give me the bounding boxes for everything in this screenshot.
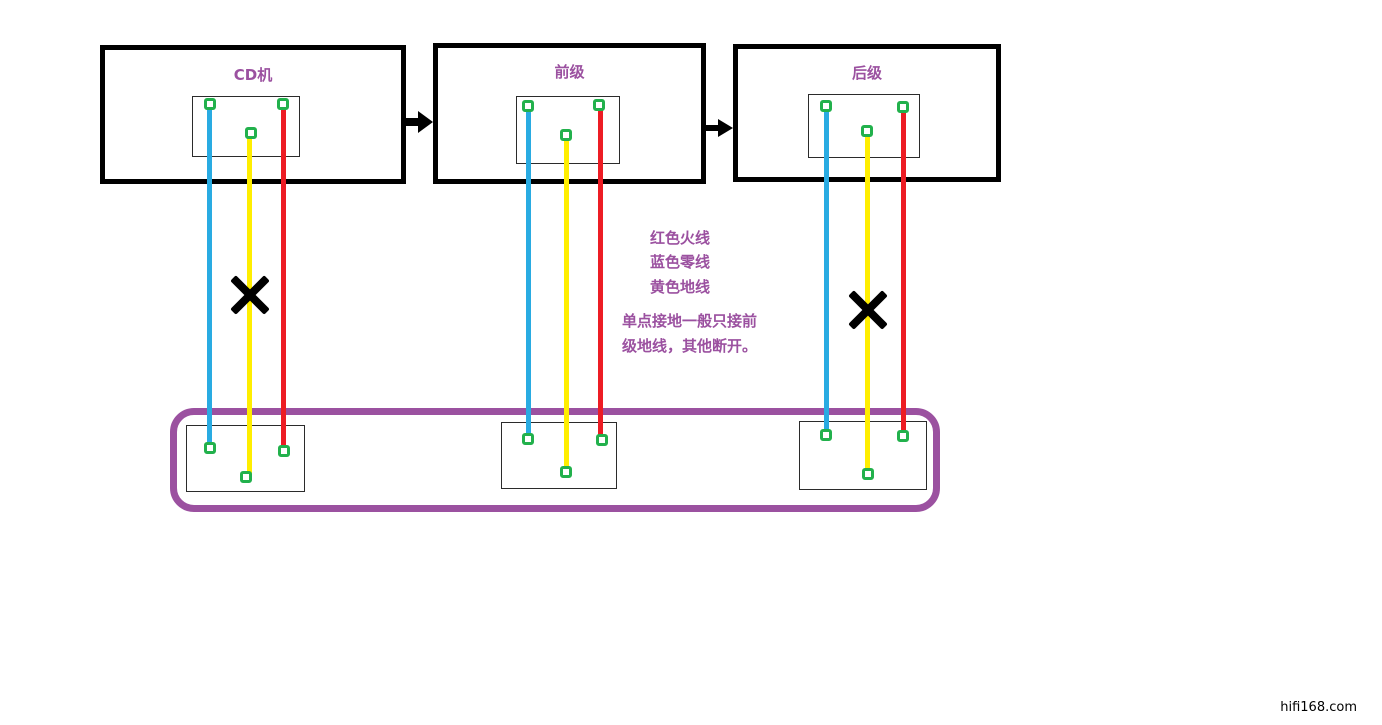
watermark: hifi168.com [1280,700,1357,715]
live-port [897,430,909,442]
right-arrow-icon [404,111,433,137]
ground-port [862,468,874,480]
outlet-box-poweramp [799,421,927,490]
power-strip-bus [170,408,940,512]
neutral-port [820,429,832,441]
poweramp-live-wire [901,107,906,436]
grounding-note-line-1: 单点接地一般只接前 [622,312,758,330]
device-box-cd-player [100,45,406,184]
ground-port [245,127,257,139]
outlet-box-preamp [501,422,617,489]
live-port [596,434,608,446]
legend-ground-wire: 黄色地线 [650,278,711,296]
neutral-port [204,98,216,110]
device-label-preamp: 前级 [554,63,585,81]
preamp-neutral-wire [526,106,531,439]
neutral-port [820,100,832,112]
cd-live-wire [281,104,286,451]
live-port [277,98,289,110]
ground-port [240,471,252,483]
preamp-ground-wire [564,135,569,472]
legend-neutral-wire: 蓝色零线 [650,253,711,271]
live-port [593,99,605,111]
connector-panel-cd-player [192,96,300,157]
device-label-cd-player: CD机 [233,66,273,84]
ground-port [560,466,572,478]
neutral-port [204,442,216,454]
legend-live-wire: 红色火线 [650,229,711,247]
outlet-box-cd [186,425,305,492]
poweramp-ground-wire [865,131,870,474]
live-port [278,445,290,457]
ground-port [560,129,572,141]
ground-port [861,125,873,137]
ground-disconnect-x-cd [228,273,272,317]
device-box-preamp [433,43,706,184]
poweramp-neutral-wire [824,106,829,435]
preamp-live-wire [598,105,603,440]
neutral-port [522,433,534,445]
cd-neutral-wire [207,104,212,448]
neutral-port [522,100,534,112]
connector-panel-poweramp [808,94,920,158]
live-port [897,101,909,113]
grounding-note-line-2: 级地线，其他断开。 [622,337,758,355]
cd-ground-wire [247,133,252,477]
device-label-poweramp: 后级 [851,64,882,82]
right-arrow-icon [705,119,733,141]
ground-disconnect-x-poweramp [846,288,890,332]
